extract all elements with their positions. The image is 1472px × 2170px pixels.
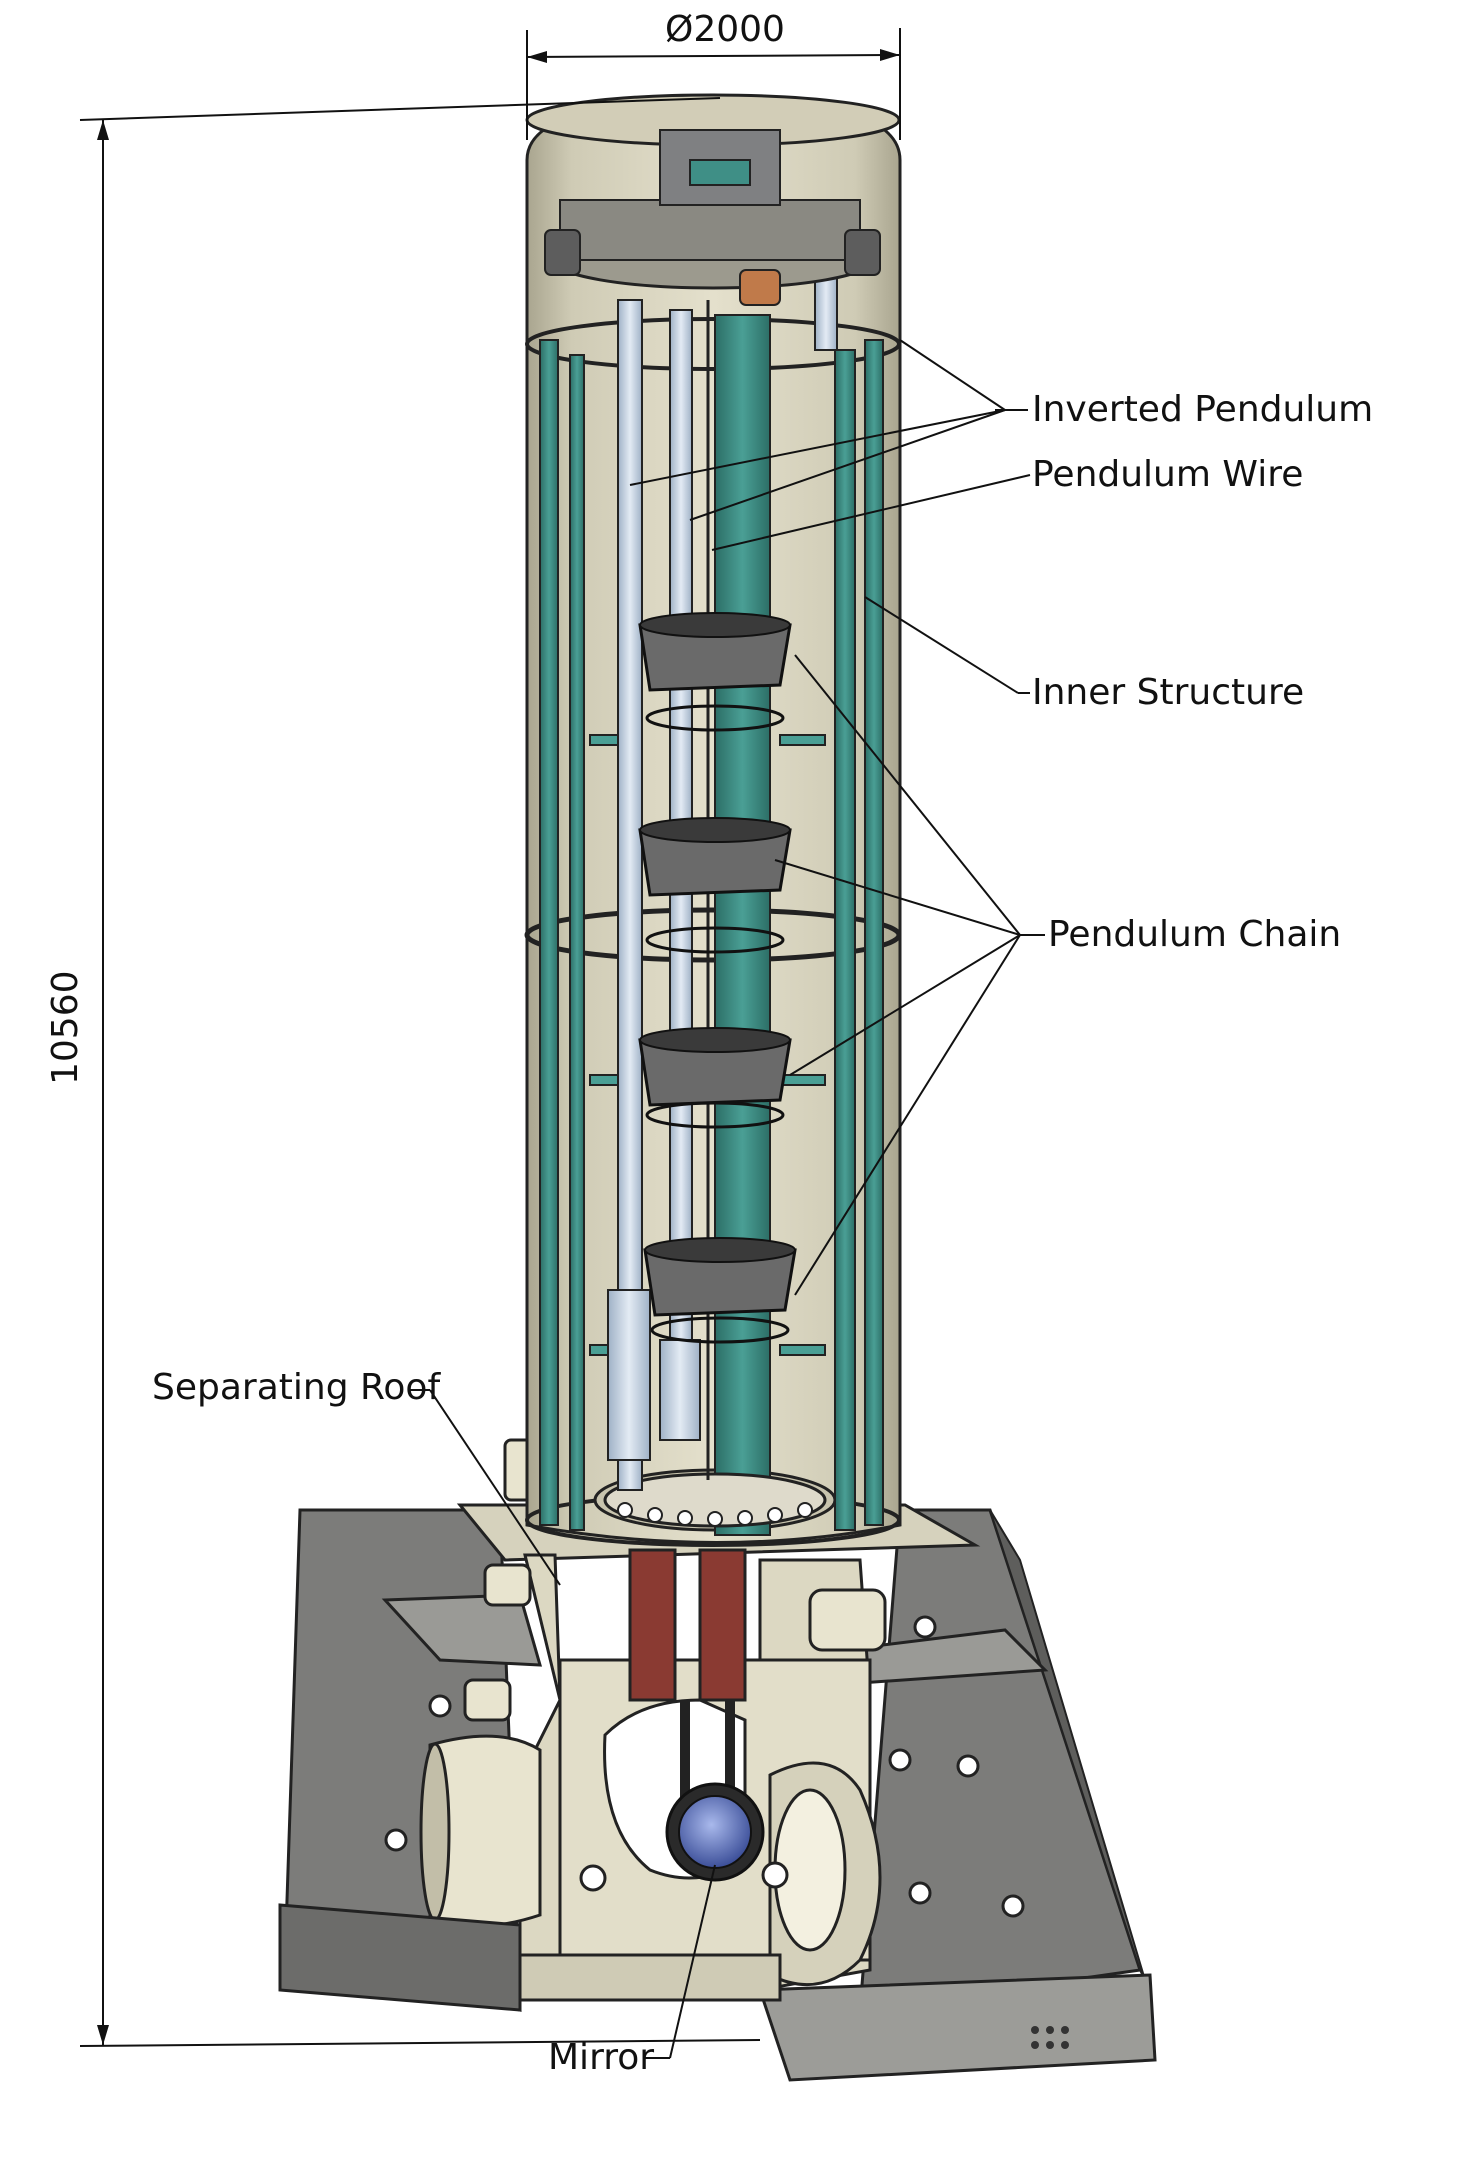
label-pendulum-wire: Pendulum Wire <box>1032 454 1304 495</box>
filter-stage <box>638 817 792 954</box>
base-hole <box>579 1864 607 1892</box>
base-hole <box>913 1615 937 1639</box>
base-structure <box>278 1438 1157 2082</box>
base-hole <box>384 1828 408 1852</box>
inner-column <box>834 349 856 1531</box>
tank-ring <box>525 317 901 371</box>
inner-column <box>714 314 771 1536</box>
base-hole <box>1001 1894 1025 1918</box>
base-hole <box>888 1748 912 1772</box>
base-left-wing <box>381 1593 543 1667</box>
filter-stage <box>643 1237 797 1344</box>
leader-lines <box>410 339 1045 2059</box>
inner-structure <box>539 314 884 1536</box>
tank-ring <box>524 907 902 963</box>
label-inner-structure: Inner Structure <box>1032 672 1305 713</box>
filter-stage <box>638 612 792 732</box>
label-separating-roof: Separating Roof <box>152 1367 441 1408</box>
side-port-left-opening <box>419 1742 451 1922</box>
label-pendulum-chain: Pendulum Chain <box>1048 914 1342 955</box>
small-port <box>808 1588 887 1652</box>
base-hole <box>761 1861 789 1889</box>
base-foot-left <box>278 1903 522 2012</box>
base-hole <box>908 1881 932 1905</box>
base-hole <box>428 1694 452 1718</box>
base-foot-right <box>757 1973 1157 2082</box>
mirror <box>678 1795 752 1869</box>
pendulum-chain <box>638 612 797 1344</box>
small-port <box>483 1563 532 1607</box>
height-label: 10560 <box>45 970 86 1085</box>
base-floor-ring <box>518 1953 782 2002</box>
label-mirror: Mirror <box>548 2037 655 2078</box>
inverted-pendulum-base <box>607 1289 651 1461</box>
vent-holes <box>1031 2026 1069 2049</box>
lower-rods <box>628 1548 747 1830</box>
small-port <box>463 1678 512 1722</box>
dimension-lines <box>79 28 901 2047</box>
diameter-dimension-line <box>526 54 901 58</box>
inverted-pendulum-base <box>659 1339 701 1441</box>
diameter-label: Ø2000 <box>665 9 785 50</box>
inner-column <box>569 354 585 1531</box>
mirror-assembly <box>665 1782 765 1882</box>
top-stage <box>544 129 881 306</box>
inner-column <box>539 339 559 1526</box>
base-hole <box>956 1754 980 1778</box>
filter-stage <box>638 1027 792 1129</box>
label-inverted-pendulum: Inverted Pendulum <box>1032 389 1374 430</box>
inner-column <box>864 339 884 1526</box>
